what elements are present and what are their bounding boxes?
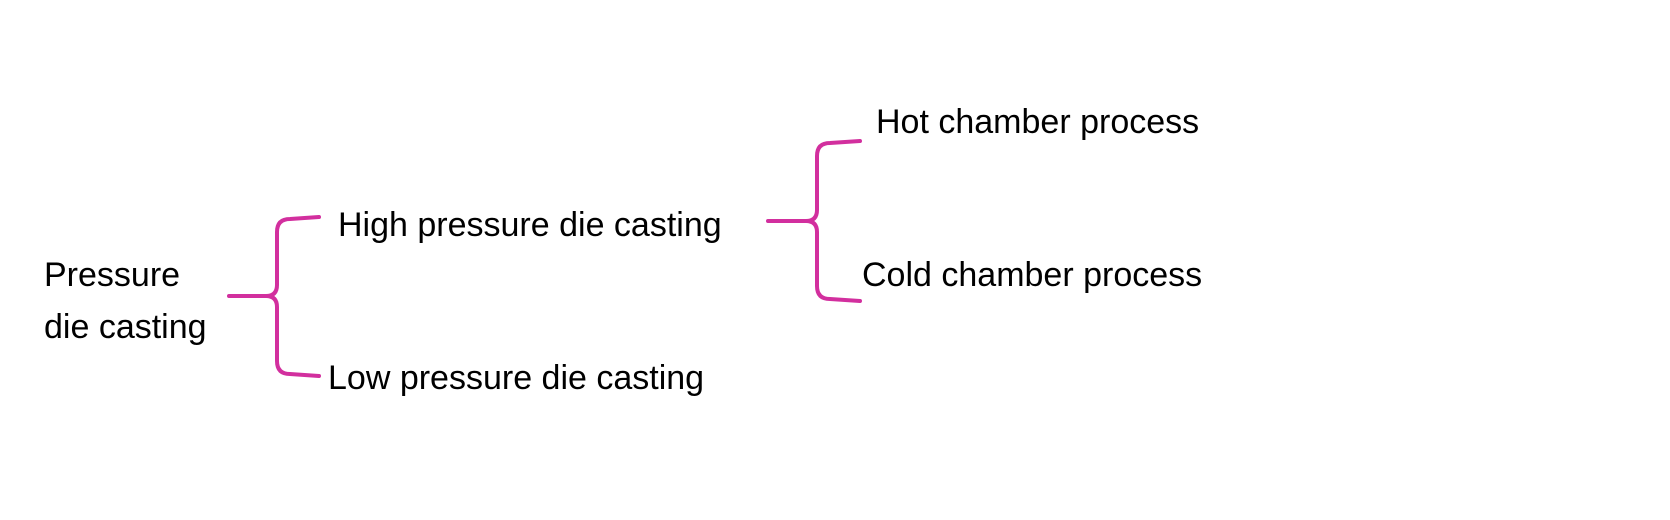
process-hot-chamber-label: Hot chamber process: [876, 103, 1200, 141]
root-node-line-1: Pressure: [44, 256, 181, 294]
branch-low-pressure-label: Low pressure die casting: [328, 359, 705, 397]
root-node-label: Pressure die casting: [44, 249, 207, 353]
brace-root-to-branches: [227, 215, 321, 378]
process-cold-chamber-label: Cold chamber process: [862, 256, 1203, 294]
brace-high-to-processes: [766, 139, 862, 303]
root-node-line-2: die casting: [44, 308, 207, 346]
branch-high-pressure-label: High pressure die casting: [338, 206, 722, 244]
